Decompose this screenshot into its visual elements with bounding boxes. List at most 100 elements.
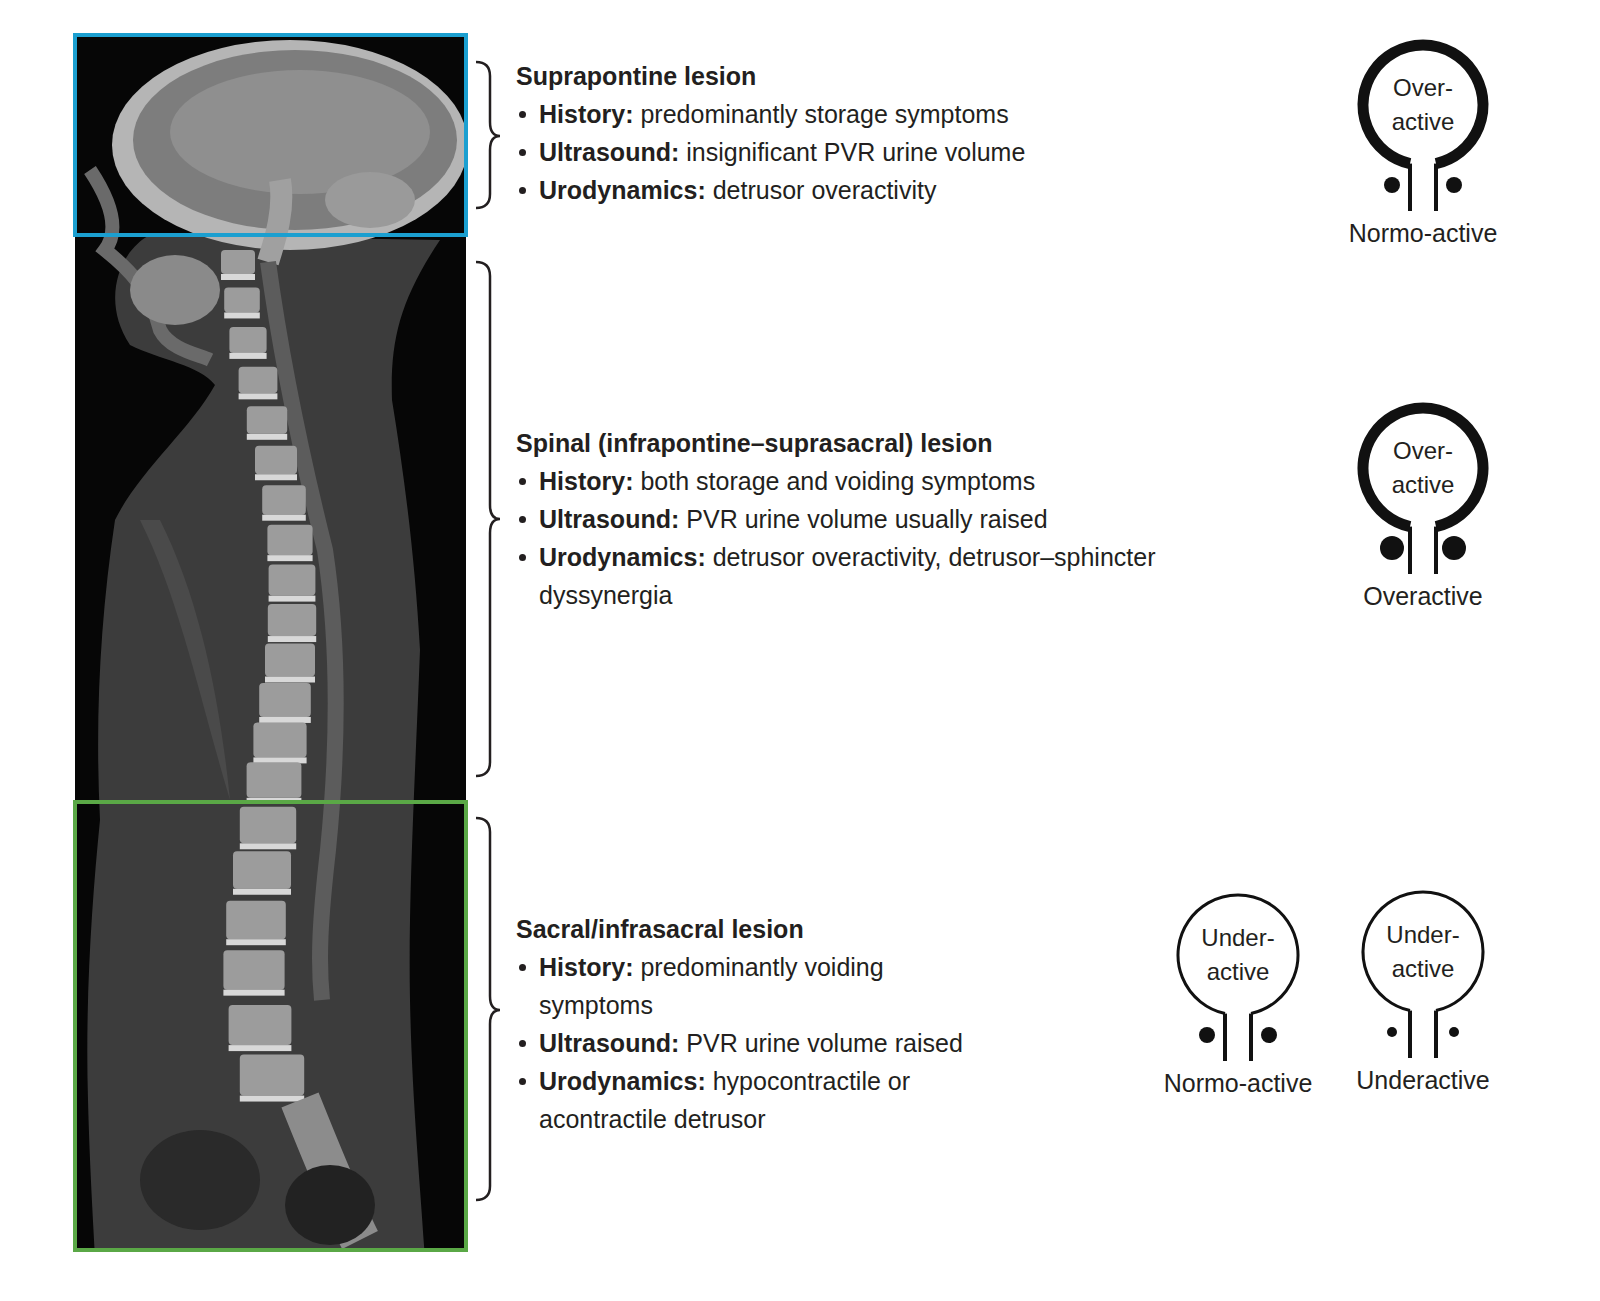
vertebra — [253, 723, 306, 758]
vertebra — [233, 851, 291, 889]
bladder-outline — [1363, 45, 1483, 164]
bullet-line: Urodynamics:detrusor overactivity — [539, 171, 1259, 209]
bullet-line: Ultrasound:PVR urine volume usually rais… — [539, 500, 1259, 538]
sphincter-dot — [1261, 1027, 1277, 1043]
urethra-wall — [1249, 1014, 1253, 1061]
vertebra — [267, 525, 312, 555]
bladder-state: Over- active — [1377, 71, 1469, 139]
bladder-outline — [1178, 895, 1298, 1014]
intervertebral-disc — [240, 1096, 304, 1102]
brainstem — [268, 180, 281, 262]
section-heading: Sacral/infrasacral lesion — [516, 910, 804, 948]
sphincter-dot — [1380, 536, 1404, 560]
cerebellum — [325, 172, 415, 228]
intervertebral-disc — [233, 889, 291, 895]
bullet-term: Urodynamics: — [539, 543, 706, 571]
urethra-wall — [1434, 527, 1438, 574]
vertebra — [262, 485, 306, 514]
bladder-outline — [1363, 408, 1483, 527]
urethra-wall — [1223, 1014, 1227, 1061]
sphincter-state: Underactive — [1356, 1062, 1489, 1098]
bladder-state: Over- active — [1377, 434, 1469, 502]
bullet-dot — [519, 1040, 526, 1047]
urethra-wall — [1434, 1011, 1438, 1058]
bullet-term: History: — [539, 953, 633, 981]
bullet-term: Ultrasound: — [539, 1029, 679, 1057]
intervertebral-disc — [224, 312, 260, 318]
sphincter-dot — [1446, 177, 1462, 193]
intervertebral-disc — [269, 596, 316, 602]
urethra-wall — [1408, 164, 1412, 211]
vertebra — [255, 446, 297, 475]
bullet-dot — [519, 554, 526, 561]
vertebrae — [221, 250, 316, 1102]
bracket — [476, 62, 500, 208]
bladder-node: Over- activeNormo-active — [1328, 39, 1518, 254]
bullet-text: PVR urine volume raised — [686, 1029, 963, 1057]
bullet-line: History:predominantly storage symptoms — [539, 95, 1259, 133]
bullet-line: Ultrasound:insignificant PVR urine volum… — [539, 133, 1259, 171]
body-silhouette — [87, 235, 440, 1250]
bullet-text: detrusor overactivity — [713, 176, 937, 204]
sphincter-state: Normo-active — [1164, 1065, 1313, 1101]
sphincter-state: Normo-active — [1349, 215, 1498, 251]
bladder-node: Under- activeUnderactive — [1328, 886, 1518, 1101]
vertebra — [229, 327, 266, 353]
bullet-term: History: — [539, 467, 633, 495]
vertebra — [221, 250, 255, 274]
bullet-text: predominantly storage symptoms — [640, 100, 1008, 128]
brain — [133, 50, 457, 230]
bullet-line: History:predominantly voiding symptoms — [539, 948, 969, 1024]
intervertebral-disc — [255, 474, 297, 480]
bullet-term: Urodynamics: — [539, 176, 706, 204]
bullet-dot — [519, 111, 526, 118]
bullet-dot — [519, 149, 526, 156]
tongue — [130, 255, 220, 325]
bullet-dot — [519, 964, 526, 971]
pelvic-organ — [140, 1130, 260, 1230]
intervertebral-disc — [262, 515, 306, 521]
section-heading: Suprapontine lesion — [516, 57, 756, 95]
bullet-line: History:both storage and voiding symptom… — [539, 462, 1259, 500]
suprapontine-highlight — [75, 35, 466, 235]
urethra-wall — [1434, 164, 1438, 211]
bullet-term: Ultrasound: — [539, 505, 679, 533]
vertebra — [239, 367, 278, 394]
intervertebral-disc — [240, 843, 296, 849]
bullet-dot — [519, 1078, 526, 1085]
bracket — [476, 262, 500, 776]
chest-tissue — [140, 520, 230, 800]
vertebra — [247, 406, 287, 434]
intervertebral-disc — [223, 990, 284, 996]
intervertebral-disc — [229, 1045, 292, 1051]
intervertebral-disc — [265, 677, 315, 683]
intervertebral-disc — [229, 353, 266, 359]
sphincter-dot — [1384, 177, 1400, 193]
bladder-node: Over- activeOveractive — [1328, 402, 1518, 617]
bullet-text: PVR urine volume usually raised — [686, 505, 1047, 533]
bracket — [476, 818, 500, 1200]
intervertebral-disc — [267, 555, 312, 561]
bullet-text: both storage and voiding symptoms — [640, 467, 1035, 495]
bladder-node: Under- activeNormo-active — [1143, 889, 1333, 1104]
vertebra — [240, 1054, 304, 1095]
vertebra — [223, 950, 284, 989]
vertebra — [259, 683, 311, 717]
intervertebral-disc — [221, 274, 255, 280]
bullet-line: Urodynamics:detrusor overactivity, detru… — [539, 538, 1259, 614]
intervertebral-disc — [268, 636, 316, 642]
vertebra — [229, 1005, 292, 1045]
intervertebral-disc — [239, 393, 278, 399]
bullet-dot — [519, 516, 526, 523]
vertebra — [224, 288, 260, 313]
vertebra — [269, 564, 316, 595]
pelvic-organ — [285, 1165, 375, 1245]
intervertebral-disc — [247, 434, 287, 440]
sphincter-dot — [1442, 536, 1466, 560]
bullet-term: Urodynamics: — [539, 1067, 706, 1095]
sacral-highlight — [75, 802, 466, 1250]
bullet-term: Ultrasound: — [539, 138, 679, 166]
bullet-line: Ultrasound:PVR urine volume raised — [539, 1024, 969, 1062]
bullet-dot — [519, 187, 526, 194]
